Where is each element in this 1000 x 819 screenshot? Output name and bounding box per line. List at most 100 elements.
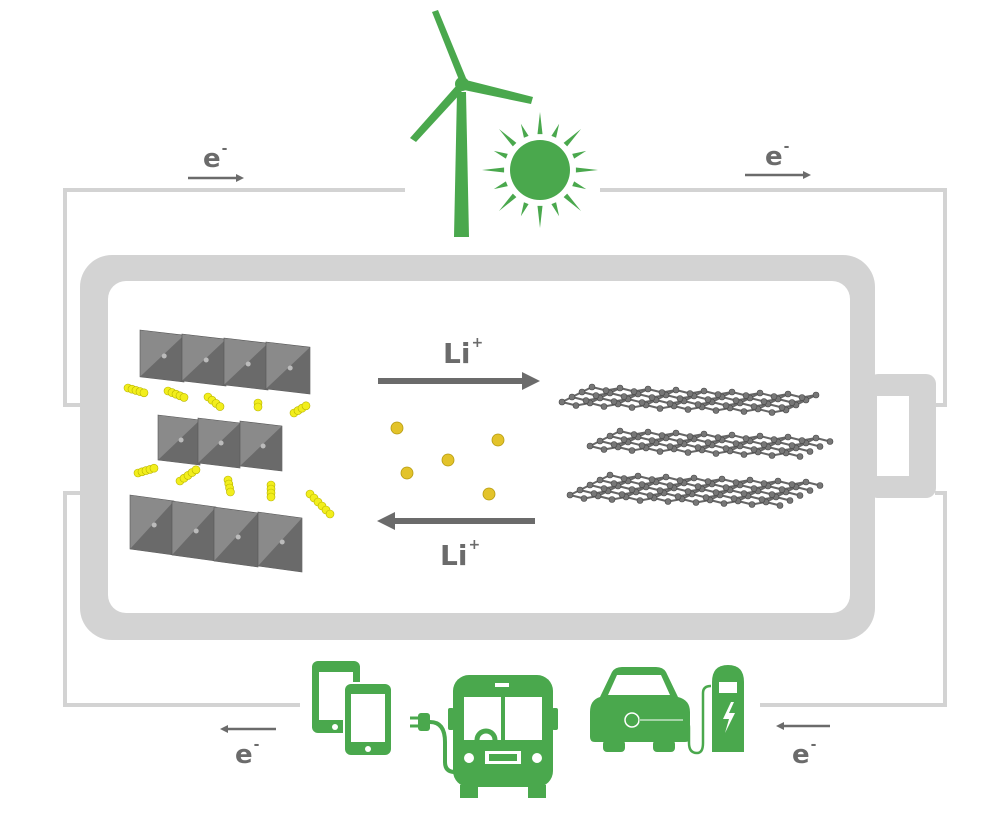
carbon-atom — [732, 479, 740, 486]
carbon-atom — [702, 494, 710, 501]
carbon-atom — [750, 446, 758, 453]
carbon-atom — [620, 475, 628, 482]
carbon-atom — [658, 432, 666, 439]
lithium-atom — [325, 509, 335, 519]
sun-ray — [563, 193, 582, 212]
electron-arrows — [188, 171, 830, 733]
carbon-atom — [788, 399, 796, 406]
carbon-atom — [644, 385, 652, 393]
carbon-atom — [628, 404, 636, 411]
charging-station-icon — [712, 665, 744, 752]
carbon-atom — [806, 448, 814, 455]
carbon-atom — [740, 408, 748, 415]
carbon-atom — [676, 438, 684, 445]
carbon-atom — [750, 403, 758, 410]
octahedron-face — [240, 426, 282, 471]
carbon-atom — [628, 486, 636, 493]
lithium-atom — [215, 402, 225, 411]
sun-ray — [575, 167, 598, 173]
carbon-atom — [728, 431, 736, 439]
metal-atom — [151, 522, 157, 528]
carbon-atom — [648, 437, 656, 444]
carbon-atom — [704, 439, 712, 446]
carbon-atom — [778, 486, 786, 493]
sun-ray — [520, 202, 529, 217]
carbon-atom — [666, 443, 674, 450]
lithium-ion — [482, 487, 496, 501]
lithium-atom — [149, 463, 159, 473]
carbon-atom — [656, 487, 664, 494]
octahedron-face — [158, 420, 200, 465]
carbon-atom — [686, 390, 694, 397]
carbon-atom — [704, 478, 712, 485]
carbon-atom — [788, 481, 796, 488]
carbon-atom — [704, 396, 712, 403]
metal-atom — [287, 365, 293, 371]
carbon-atom — [656, 448, 664, 455]
carbon-atom — [796, 492, 804, 499]
carbon-atom — [796, 453, 804, 460]
carbon-atom — [718, 475, 726, 483]
lithium-ion — [400, 466, 414, 480]
wire-top-left — [63, 188, 405, 407]
carbon-atom — [760, 398, 768, 405]
octahedron-face — [258, 518, 302, 572]
carbon-atom — [676, 477, 684, 484]
carbon-atom — [674, 493, 682, 500]
carbon-atom — [568, 393, 576, 401]
carbon-atom — [684, 406, 692, 413]
carbon-atom — [620, 436, 628, 443]
carbon-atom — [672, 386, 680, 394]
carbon-atom — [638, 442, 646, 449]
carbon-atom — [580, 495, 588, 502]
carbon-atom — [646, 492, 654, 499]
wire-top-right — [600, 188, 947, 407]
carbon-atom — [610, 398, 618, 405]
octahedron-face — [198, 423, 240, 468]
sun-ray — [537, 205, 543, 228]
carbon-atom — [768, 491, 776, 498]
carbon-atom — [586, 481, 594, 489]
carbon-atom — [756, 389, 764, 397]
metal-atom — [203, 357, 209, 363]
carbon-atom — [732, 440, 740, 447]
carbon-atom — [628, 447, 636, 454]
lithium-atom — [266, 492, 276, 502]
carbon-atom — [714, 434, 722, 441]
carbon-atom — [558, 398, 566, 406]
arrow-left-icon — [776, 722, 830, 730]
carbon-atom — [648, 394, 656, 401]
carbon-atom — [694, 401, 702, 408]
carbon-atom — [700, 387, 708, 395]
carbon-atom — [728, 388, 736, 396]
arrow-right-icon — [378, 372, 540, 390]
sun-ray — [572, 150, 587, 159]
carbon-atom — [692, 499, 700, 506]
electric-bus-icon — [410, 675, 558, 798]
lithium-ions — [123, 383, 505, 519]
smartphones-icon — [312, 661, 391, 755]
carbon-atom — [566, 491, 574, 499]
electron-label-top-right: e- — [765, 139, 790, 172]
carbon-atom — [610, 480, 618, 487]
carbon-atom — [746, 476, 754, 484]
electron-label-top-left: e- — [203, 141, 228, 174]
carbon-atom — [610, 441, 618, 448]
carbon-atom — [774, 477, 782, 485]
carbon-atom — [596, 437, 604, 445]
carbon-atom — [586, 442, 594, 450]
carbon-atom — [592, 392, 600, 399]
sun-ray — [551, 123, 560, 138]
carbon-atom — [760, 480, 768, 487]
carbon-atom — [760, 441, 768, 448]
carbon-atom — [588, 383, 596, 391]
carbon-atom — [634, 472, 642, 480]
cathode-layered-structure — [129, 329, 311, 573]
lithium-ion-label-bottom: Li+ — [440, 537, 481, 572]
sun-ray — [572, 181, 587, 190]
lithium-ion — [390, 421, 404, 435]
arrow-right-icon — [188, 174, 244, 182]
carbon-atom — [608, 496, 616, 503]
